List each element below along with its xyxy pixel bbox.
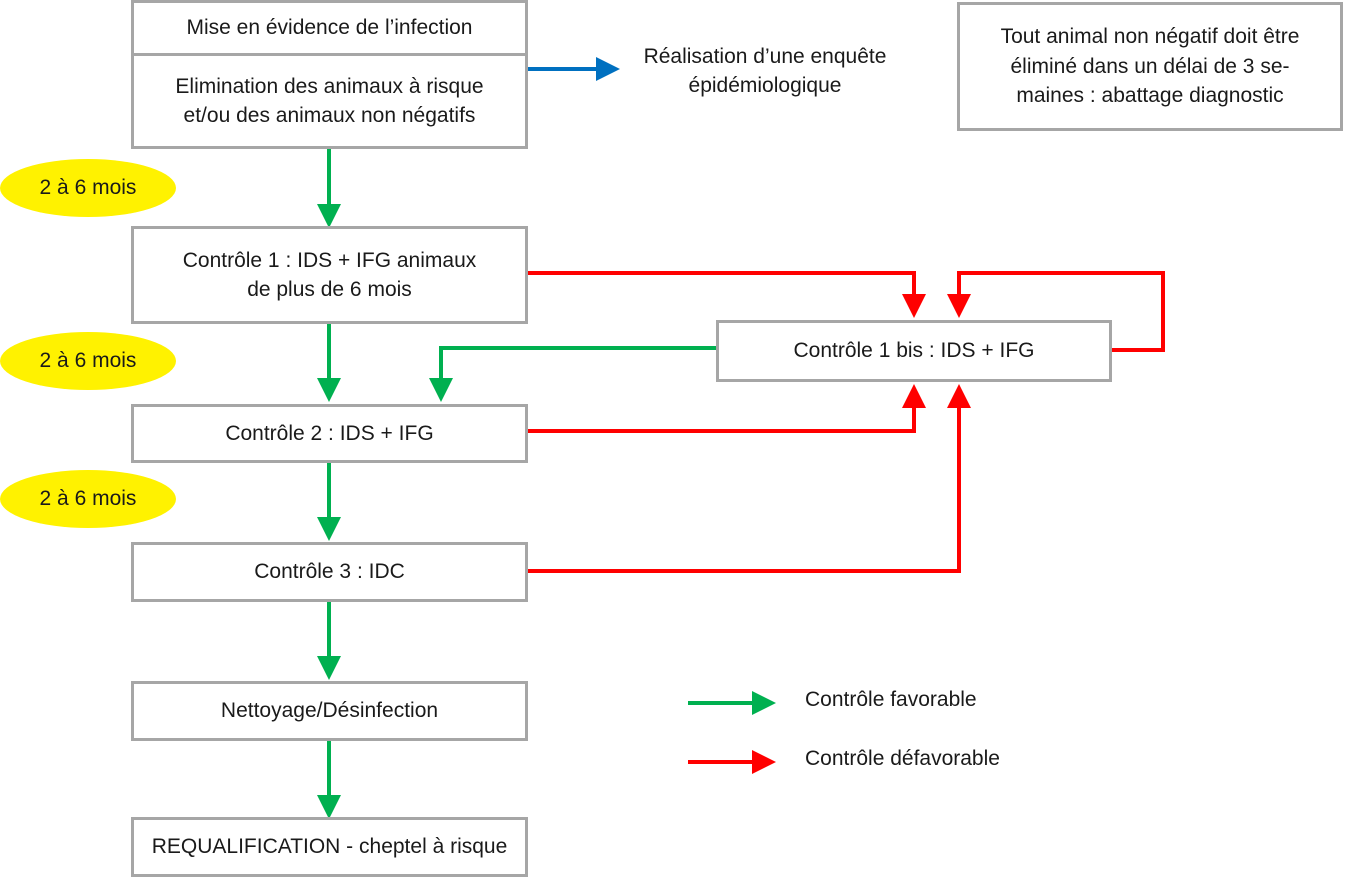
box-requalification-label: REQUALIFICATION - cheptel à risque bbox=[151, 835, 508, 859]
arrow-controle2-to-controle1bis bbox=[528, 384, 926, 433]
arrow-controle1bis-to-controle2 bbox=[429, 346, 716, 402]
legend-defavorable-label: Contrôle défavorable bbox=[805, 747, 1000, 770]
box-mise-en-evidence: Mise en évidence de l’infection bbox=[131, 0, 528, 56]
delay-badge-label: 2 à 6 mois bbox=[39, 487, 137, 510]
box-nettoyage-label: Nettoyage/Désinfection bbox=[220, 699, 439, 723]
box-elimination-label: Elimination des animaux à risque et/ou d… bbox=[175, 74, 484, 127]
arrow-controle3-to-controle1bis bbox=[528, 384, 971, 573]
box-controle-2: Contrôle 2 : IDS + IFG bbox=[131, 404, 528, 463]
box-controle-1-bis-label: Contrôle 1 bis : IDS + IFG bbox=[793, 339, 1035, 363]
box-elimination: Elimination des animaux à risque et/ou d… bbox=[131, 53, 528, 149]
legend-favorable-label: Contrôle favorable bbox=[805, 688, 977, 711]
box-controle-3-label: Contrôle 3 : IDC bbox=[254, 560, 405, 584]
box-controle-1-bis: Contrôle 1 bis : IDS + IFG bbox=[716, 320, 1112, 382]
arrow-controle1-to-controle1bis bbox=[528, 271, 926, 318]
delay-badge-label: 2 à 6 mois bbox=[39, 176, 137, 199]
arrow-controle1bis-loop bbox=[947, 271, 1165, 352]
enquete-text: Réalisation d’une enquête épidémiologiqu… bbox=[643, 45, 887, 98]
delay-badge: 2 à 6 mois bbox=[0, 159, 176, 217]
delay-badge-label: 2 à 6 mois bbox=[39, 349, 137, 372]
box-controle-2-label: Contrôle 2 : IDS + IFG bbox=[225, 421, 434, 445]
delay-badge: 2 à 6 mois bbox=[0, 332, 176, 390]
box-controle-1-label: Contrôle 1 : IDS + IFG animaux de plus d… bbox=[182, 248, 477, 301]
box-note: Tout animal non négatif doit être élimin… bbox=[957, 2, 1343, 131]
delay-badge: 2 à 6 mois bbox=[0, 470, 176, 528]
box-controle-1: Contrôle 1 : IDS + IFG animaux de plus d… bbox=[131, 226, 528, 324]
box-note-label: Tout animal non négatif doit être élimin… bbox=[1000, 25, 1300, 108]
box-requalification: REQUALIFICATION - cheptel à risque bbox=[131, 817, 528, 877]
box-controle-3: Contrôle 3 : IDC bbox=[131, 542, 528, 602]
box-nettoyage: Nettoyage/Désinfection bbox=[131, 681, 528, 741]
box-mise-en-evidence-label: Mise en évidence de l’infection bbox=[186, 16, 473, 40]
